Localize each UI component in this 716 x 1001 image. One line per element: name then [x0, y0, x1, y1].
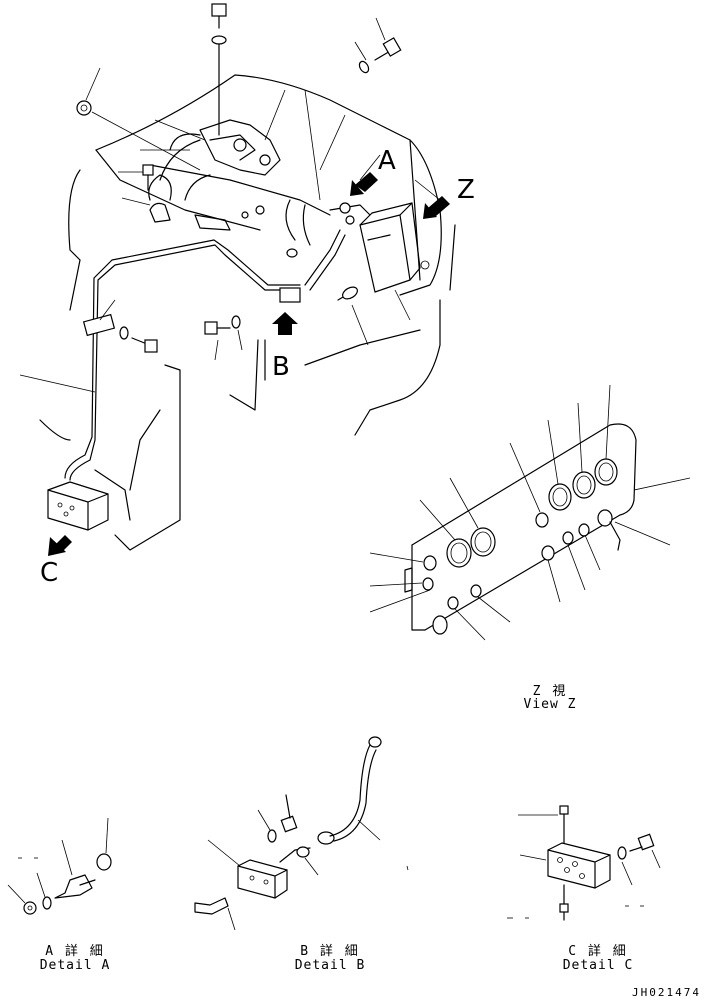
- detail-b-caption-en: Detail B: [294, 958, 366, 973]
- view-z-caption-jp: Z 視: [532, 684, 568, 699]
- top-bolt: [211, 3, 227, 136]
- view-label-z: Z: [457, 175, 475, 205]
- view-arrow-z: [423, 196, 450, 219]
- view-arrow-b: [272, 312, 298, 335]
- view-arrow-c: [48, 535, 72, 556]
- view-label-b: B: [272, 352, 290, 382]
- view-arrow-a: [350, 172, 378, 196]
- detail-a-caption-jp: A 詳 細: [45, 944, 105, 959]
- right-bolt: [354, 17, 402, 74]
- main-assembly: [19, 3, 456, 556]
- detail-b-caption-jp: B 詳 細: [300, 944, 360, 959]
- detail-c-drawing: [507, 805, 661, 921]
- view-z-panel: [369, 384, 691, 641]
- detail-c-caption-jp: C 詳 細: [568, 944, 628, 959]
- view-label-c: C: [40, 558, 59, 588]
- block-c: [19, 374, 109, 531]
- left-nut: [76, 67, 201, 171]
- drawing-code: JH021474: [632, 986, 701, 999]
- detail-a-drawing: [7, 817, 112, 915]
- relay-box: [359, 202, 421, 321]
- valve-cluster: [148, 119, 331, 231]
- detail-b-drawing: [194, 736, 409, 931]
- detail-a-caption-en: Detail A: [39, 958, 111, 973]
- detail-c-caption-en: Detail C: [562, 958, 634, 973]
- view-z-caption-en: View Z: [523, 697, 577, 712]
- view-label-a: A: [378, 146, 396, 176]
- gauges: [446, 458, 618, 568]
